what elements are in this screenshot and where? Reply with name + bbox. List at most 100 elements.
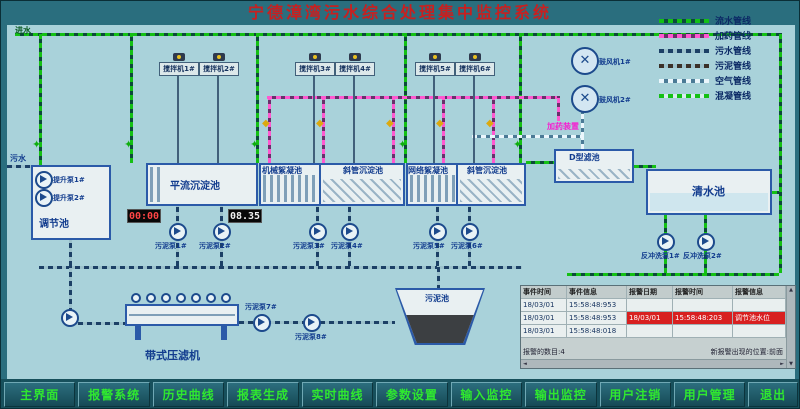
input-monitor-button[interactable]: 输入监控: [450, 382, 523, 407]
alarm-vscrollbar[interactable]: ▲ ▼: [786, 286, 795, 368]
mixer-2[interactable]: 搅拌机2#: [199, 62, 239, 76]
alarm-count: 报警的数目:4: [523, 348, 565, 356]
sludge-pump-4-label: 污泥泵4#: [331, 242, 363, 250]
alarm-col-header[interactable]: 事件时间: [521, 286, 567, 299]
filter-media: [558, 169, 630, 179]
tank-flocculation-block-1: [259, 163, 405, 206]
mixer-4[interactable]: 搅拌机4#: [335, 62, 375, 76]
realtime-curve-button[interactable]: 实时曲线: [301, 382, 374, 407]
blower-1[interactable]: ✕: [571, 47, 599, 75]
sludge-pump-6[interactable]: [461, 223, 479, 241]
legend-item-sewage: 污水管线: [659, 43, 795, 58]
sludge-pump-2-label: 污泥泵2#: [199, 242, 231, 250]
press-leg: [221, 326, 227, 340]
scroll-up-icon[interactable]: ▲: [789, 287, 793, 293]
mixing-chambers: [410, 175, 456, 202]
belt-line: [129, 314, 235, 316]
alarm-row[interactable]: 18/03/01 15:58:48:953: [521, 299, 786, 312]
navigation-bar: 主界面 报警系统 历史曲线 报表生成 实时曲线 参数设置 输入监控 输出监控 用…: [1, 379, 799, 408]
mixer-shaft: [177, 76, 179, 163]
sludge-pump-5[interactable]: [429, 223, 447, 241]
user-management-button[interactable]: 用户管理: [673, 382, 746, 407]
alarm-hscrollbar[interactable]: ◄ ►: [521, 359, 786, 368]
parameter-settings-button[interactable]: 参数设置: [376, 382, 448, 407]
dosing-valve-icon[interactable]: ◆: [316, 118, 324, 129]
mixer-shaft: [473, 76, 475, 163]
tank-horizontal-sedimentation: [146, 163, 258, 206]
alarm-row[interactable]: 18/03/01 15:58:48:018: [521, 325, 786, 338]
scroll-right-icon[interactable]: ►: [780, 361, 784, 367]
tank-horizontal-sedimentation-label: 平流沉淀池: [170, 181, 220, 192]
user-logout-button[interactable]: 用户注销: [599, 382, 671, 407]
dosing-valve-icon[interactable]: ◆: [486, 118, 494, 129]
sludge-pump-5-label: 污泥泵5#: [413, 242, 445, 250]
alarm-col-header[interactable]: 报警日期: [627, 286, 673, 299]
backwash-pump-2[interactable]: [697, 233, 715, 251]
scroll-left-icon[interactable]: ◄: [523, 361, 527, 367]
belt-press-label: 带式压滤机: [145, 349, 200, 362]
alarm-col-header[interactable]: 事件信息: [567, 286, 627, 299]
valve-icon[interactable]: ✦: [32, 138, 42, 151]
divider: [456, 165, 458, 204]
timer-display-2[interactable]: 08.35: [228, 209, 262, 223]
sludge-pump-4[interactable]: [341, 223, 359, 241]
alarm-col-header[interactable]: 报警时间: [673, 286, 733, 299]
sludge-main-pipe: [39, 266, 522, 269]
sludge-pipe: [69, 240, 72, 266]
lift-pump-2[interactable]: [35, 189, 53, 207]
baffle-stripes: [150, 167, 164, 202]
water-pipe: [526, 161, 554, 164]
air-pipe: [581, 137, 584, 149]
mixer-shaft: [313, 76, 315, 163]
inlet-label: 进水: [15, 26, 31, 35]
sludge-pump-8[interactable]: [303, 314, 321, 332]
sludge-pump-2[interactable]: [213, 223, 231, 241]
alarm-row-active[interactable]: 18/03/01 15:58:48:953 18/03/01 15:58:48:…: [521, 312, 786, 325]
sludge-pump-3[interactable]: [309, 223, 327, 241]
blower-2[interactable]: ✕: [571, 85, 599, 113]
drain-pump[interactable]: [61, 309, 79, 327]
tank-sludge-label: 污泥池: [425, 294, 449, 303]
mixer-motor-icon: [469, 53, 481, 61]
valve-icon[interactable]: ✦: [124, 138, 134, 151]
valve-icon[interactable]: ✦: [513, 138, 523, 151]
tank-flocculation-block-2: [406, 163, 526, 206]
dosing-valve-icon[interactable]: ◆: [262, 118, 270, 129]
mixer-6[interactable]: 搅拌机6#: [455, 62, 495, 76]
alarm-col-header[interactable]: 报警信息: [733, 286, 786, 299]
mixer-5[interactable]: 搅拌机5#: [415, 62, 455, 76]
report-generate-button[interactable]: 报表生成: [227, 382, 299, 407]
valve-icon[interactable]: ✦: [250, 138, 260, 151]
air-pipe: [581, 111, 584, 137]
sludge-pump-7[interactable]: [253, 314, 271, 332]
main-screen-button[interactable]: 主界面: [4, 382, 76, 407]
dosing-pipe: [268, 96, 271, 163]
legend-item-air: 空气管线: [659, 73, 795, 88]
belt-press: [125, 293, 239, 345]
timer-display-1[interactable]: 00:00: [127, 209, 161, 223]
water-pipe: [772, 191, 779, 194]
press-body: [125, 304, 239, 326]
mixer-3[interactable]: 搅拌机3#: [295, 62, 335, 76]
exit-button[interactable]: 退出: [748, 382, 798, 407]
dosing-valve-icon[interactable]: ◆: [386, 118, 394, 129]
valve-icon[interactable]: ✦: [398, 138, 408, 151]
tank-d-filter-label: D型滤池: [569, 153, 600, 162]
alarm-system-button[interactable]: 报警系统: [78, 382, 150, 407]
output-monitor-button[interactable]: 输出监控: [525, 382, 597, 407]
history-curve-button[interactable]: 历史曲线: [152, 382, 225, 407]
mixer-shaft: [217, 76, 219, 163]
lift-pump-2-label: 提升泵2#: [53, 194, 85, 202]
dosing-valve-icon[interactable]: ◆: [436, 118, 444, 129]
lift-pump-1-label: 提升泵1#: [53, 176, 85, 184]
lift-pump-1[interactable]: [35, 171, 53, 189]
legend-item-flow: 流水管线: [659, 13, 795, 28]
alarm-table: 事件时间 事件信息 报警日期 报警时间 报警信息 18/03/01 15:58:…: [520, 285, 796, 369]
backwash-pump-1[interactable]: [657, 233, 675, 251]
mixer-1[interactable]: 搅拌机1#: [159, 62, 199, 76]
alarm-table-header: 事件时间 事件信息 报警日期 报警时间 报警信息: [521, 286, 786, 299]
scroll-down-icon[interactable]: ▼: [789, 361, 793, 367]
fan-icon: ✕: [579, 91, 591, 106]
sludge-pump-1[interactable]: [169, 223, 187, 241]
